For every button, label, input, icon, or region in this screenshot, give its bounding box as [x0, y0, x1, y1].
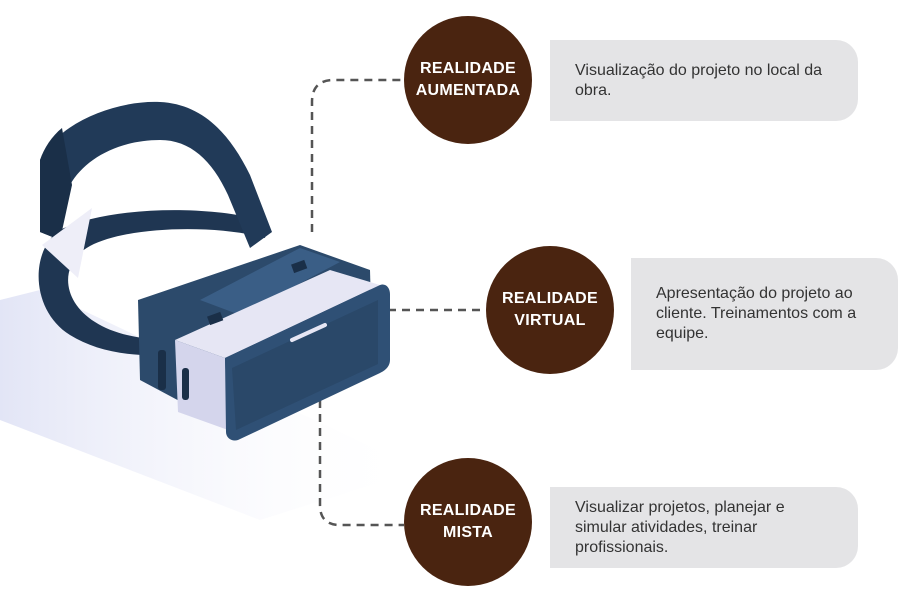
- description-virtual: Apresentação do projeto ao cliente. Trei…: [656, 285, 857, 342]
- title-virtual-line2: VIRTUAL: [514, 312, 586, 329]
- connector-mixed: [318, 400, 404, 527]
- description-augmented: Visualização do projeto no local da obra…: [575, 61, 822, 99]
- title-augmented-line2: AUMENTADA: [415, 82, 521, 99]
- description-box-virtual: Apresentação do projeto ao cliente. Trei…: [631, 258, 898, 370]
- circle-mixed-reality: REALIDADE MISTA: [404, 458, 532, 586]
- description-mixed: Visualizar projetos, planejar e simular …: [575, 498, 785, 556]
- description-box-mixed: Visualizar projetos, planejar e simular …: [550, 487, 858, 568]
- title-virtual-line1: REALIDADE: [501, 290, 599, 307]
- vr-headset-icon: [38, 101, 390, 441]
- circle-virtual-reality: REALIDADE VIRTUAL: [486, 246, 614, 374]
- circle-augmented-reality: REALIDADE AUMENTADA: [404, 16, 532, 144]
- description-box-augmented: Visualização do projeto no local da obra…: [550, 40, 858, 121]
- title-augmented-line1: REALIDADE: [419, 60, 517, 77]
- title-mixed-line1: REALIDADE: [419, 502, 517, 519]
- title-mixed-line2: MISTA: [442, 524, 494, 541]
- connector-augmented: [310, 78, 404, 232]
